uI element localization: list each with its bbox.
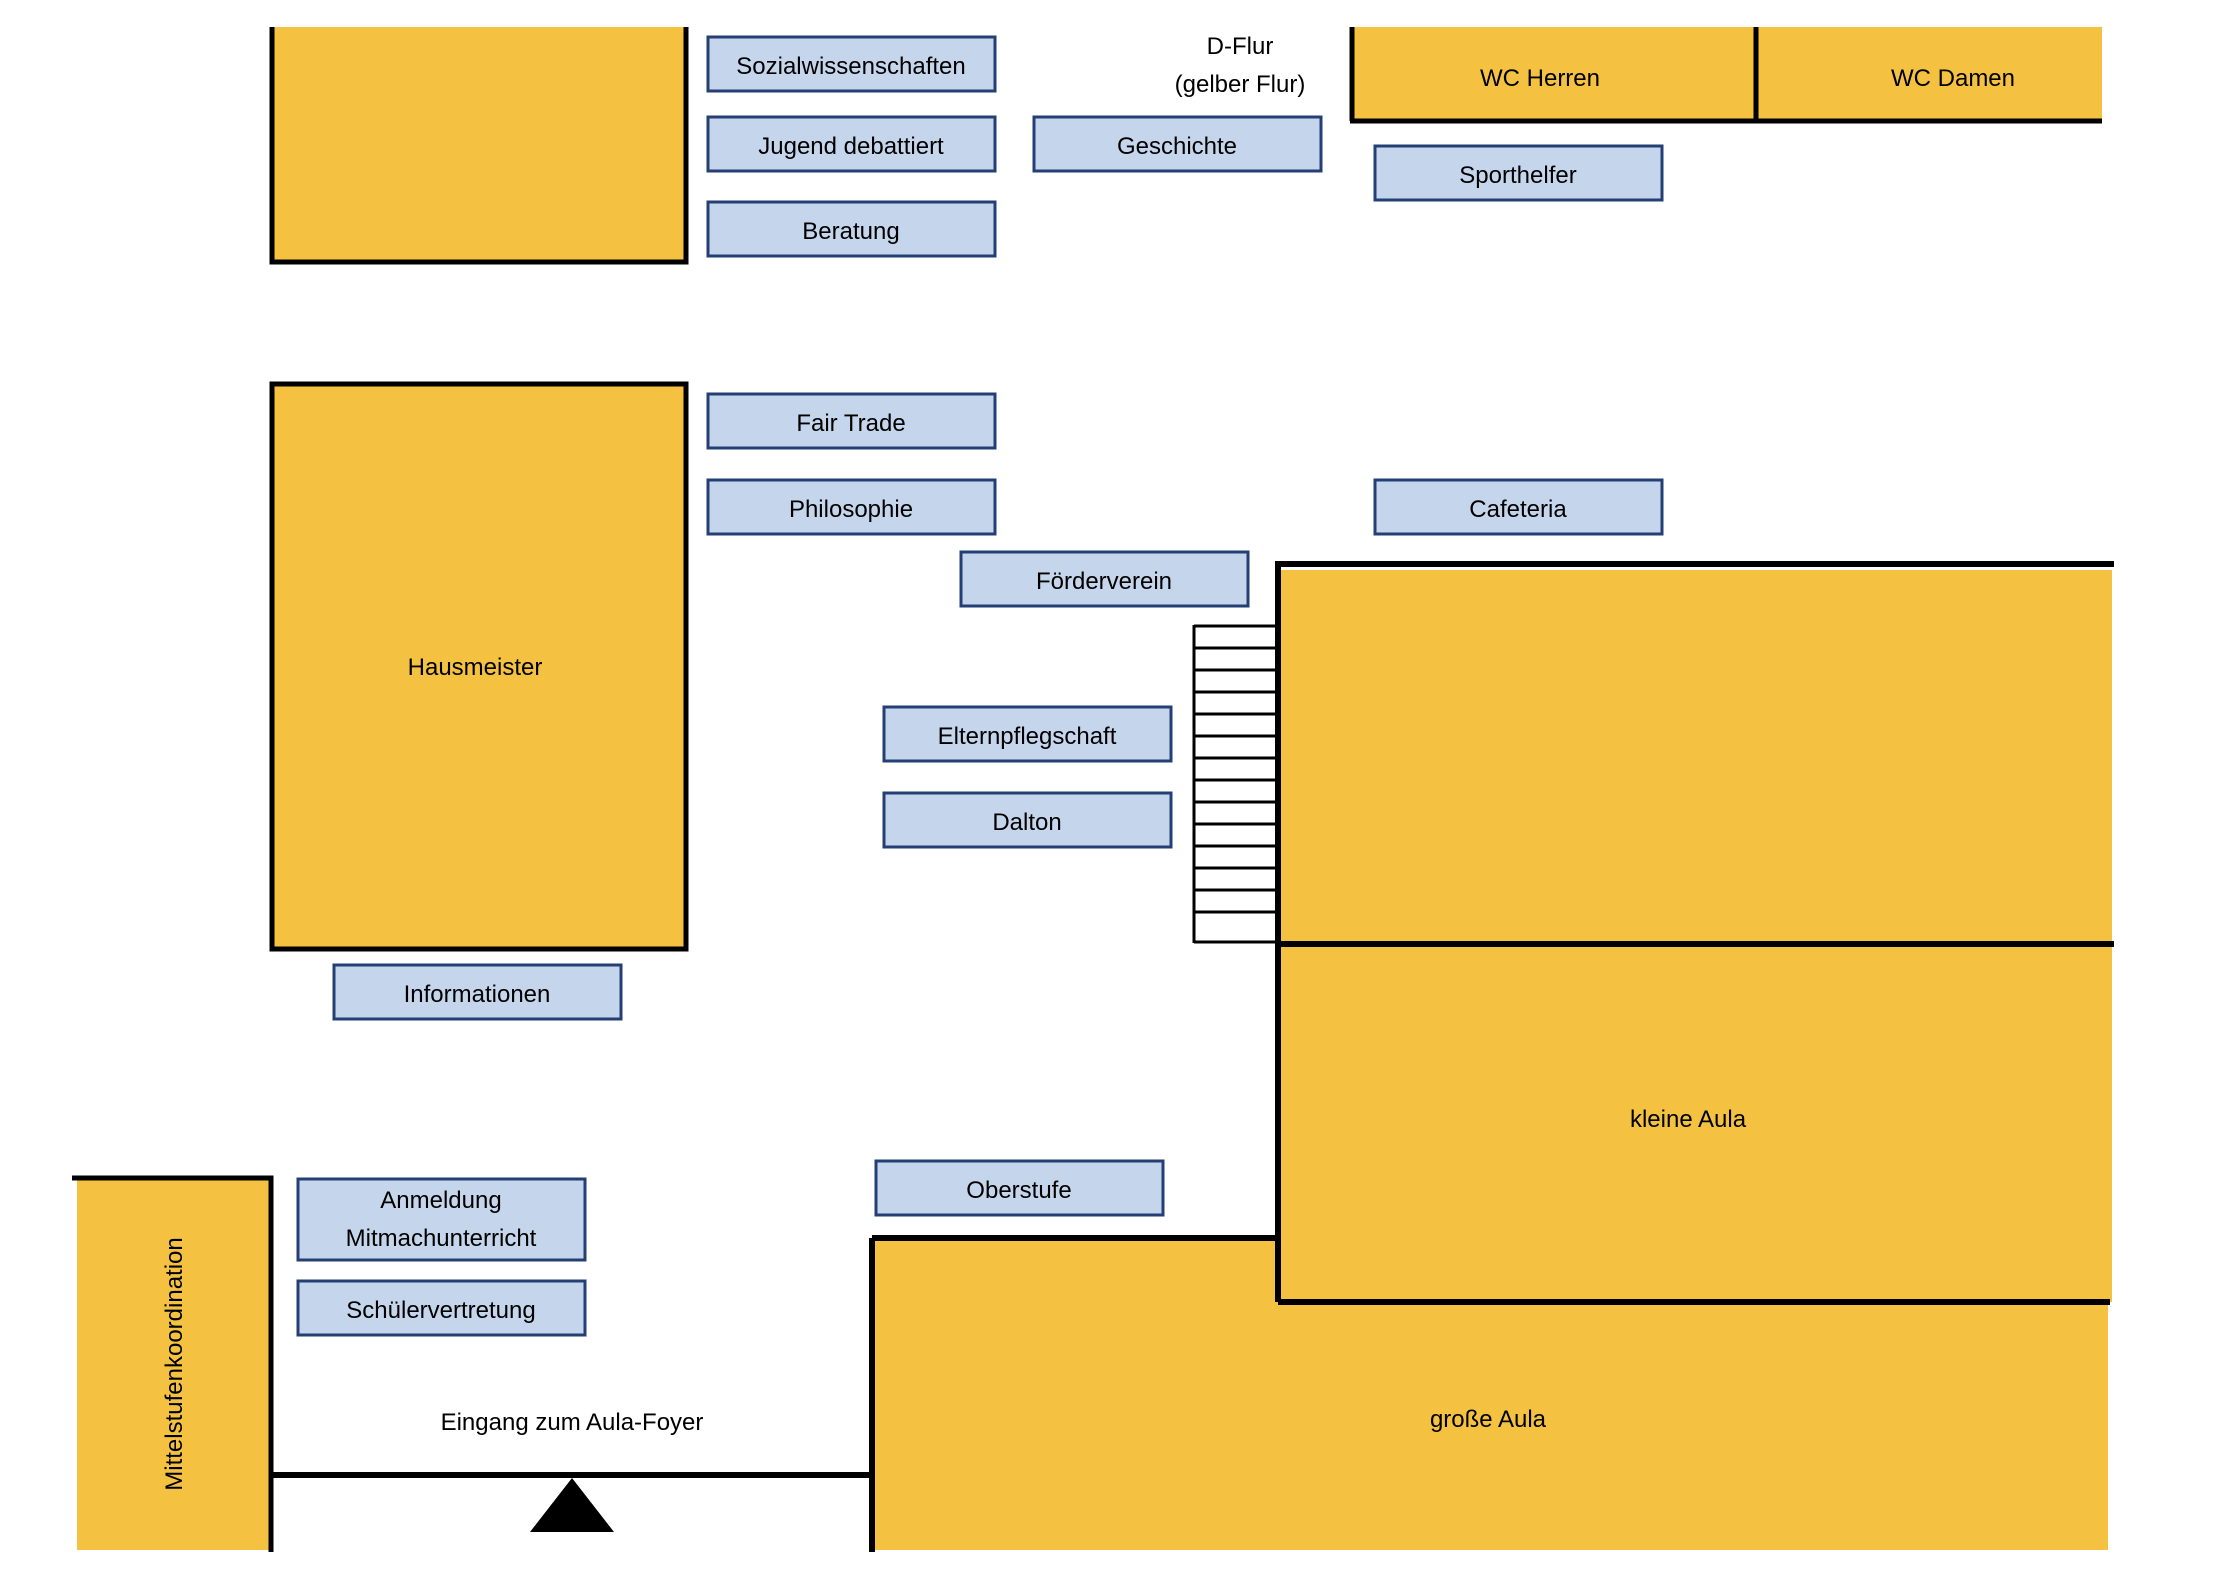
- station-label: Schülervertretung: [346, 1297, 535, 1324]
- station-label: Fair Trade: [796, 410, 905, 437]
- station-oberstufe: Oberstufe: [874, 1159, 1165, 1217]
- station-dalton: Dalton: [882, 791, 1173, 849]
- room-upper-right: [1280, 570, 2112, 944]
- station-label: Philosophie: [789, 496, 913, 523]
- station-philosophie: Philosophie: [706, 478, 997, 536]
- station-cafeteria: Cafeteria: [1373, 478, 1664, 536]
- station-label: Dalton: [992, 809, 1061, 836]
- station-label: Informationen: [404, 981, 551, 1008]
- wc-herren-label: WC Herren: [1480, 65, 1600, 92]
- kleine-aula-label: kleine Aula: [1630, 1106, 1747, 1133]
- station-elternpflegschaft: Elternpflegschaft: [882, 705, 1173, 763]
- room-grosse-aula: große Aula: [874, 1238, 2108, 1550]
- station-label: Cafeteria: [1469, 496, 1567, 523]
- hausmeister-label: Hausmeister: [408, 654, 543, 681]
- station-label: Sporthelfer: [1459, 162, 1576, 189]
- room-wc-herren: WC Herren: [1352, 27, 1756, 120]
- grosse-aula-label: große Aula: [1430, 1406, 1547, 1433]
- station-jugend-debattiert: Jugend debattiert: [706, 115, 997, 173]
- station-label: Sozialwissenschaften: [736, 53, 965, 80]
- station-sozialwissenschaften: Sozialwissenschaften: [706, 35, 997, 93]
- room-mittelstufenkoordination: Mittelstufenkoordination: [72, 1175, 274, 1552]
- station-label-line2: Mitmachunterricht: [346, 1225, 537, 1252]
- station-geschichte: Geschichte: [1032, 115, 1323, 173]
- stairs-icon: [1192, 624, 1278, 944]
- corridor-label: D-Flur: [1207, 33, 1274, 60]
- station-schuelervertretung: Schülervertretung: [296, 1279, 587, 1337]
- station-label: Elternpflegschaft: [938, 723, 1117, 750]
- station-label: Förderverein: [1036, 568, 1172, 595]
- station-foerderverein: Förderverein: [959, 550, 1250, 608]
- room-wc-damen: WC Damen: [1756, 27, 2102, 120]
- room-kleine-aula: kleine Aula: [1280, 944, 2112, 1302]
- corridor-sublabel: (gelber Flur): [1175, 71, 1306, 98]
- entrance-label: Eingang zum Aula-Foyer: [441, 1409, 704, 1436]
- station-informationen: Informationen: [332, 963, 623, 1021]
- station-beratung: Beratung: [706, 200, 997, 258]
- mittelstufen-label: Mittelstufenkoordination: [161, 1237, 188, 1490]
- station-label: Oberstufe: [966, 1177, 1071, 1204]
- station-fair-trade: Fair Trade: [706, 392, 997, 450]
- station-label: Geschichte: [1117, 133, 1237, 160]
- room-hausmeister: Hausmeister: [269, 381, 689, 952]
- station-sporthelfer: Sporthelfer: [1373, 144, 1664, 202]
- aula-walls: [869, 561, 2114, 1552]
- wc-damen-label: WC Damen: [1891, 65, 2015, 92]
- station-anmeldung-mitmachunterricht: Anmeldung Mitmachunterricht: [296, 1177, 587, 1262]
- wc-walls: [1349, 27, 2102, 124]
- station-label-line1: Anmeldung: [380, 1187, 501, 1214]
- station-label: Beratung: [802, 218, 899, 245]
- entrance-triangle-icon: [530, 1478, 614, 1532]
- room-top-left: [269, 27, 689, 265]
- station-label: Jugend debattiert: [758, 133, 944, 160]
